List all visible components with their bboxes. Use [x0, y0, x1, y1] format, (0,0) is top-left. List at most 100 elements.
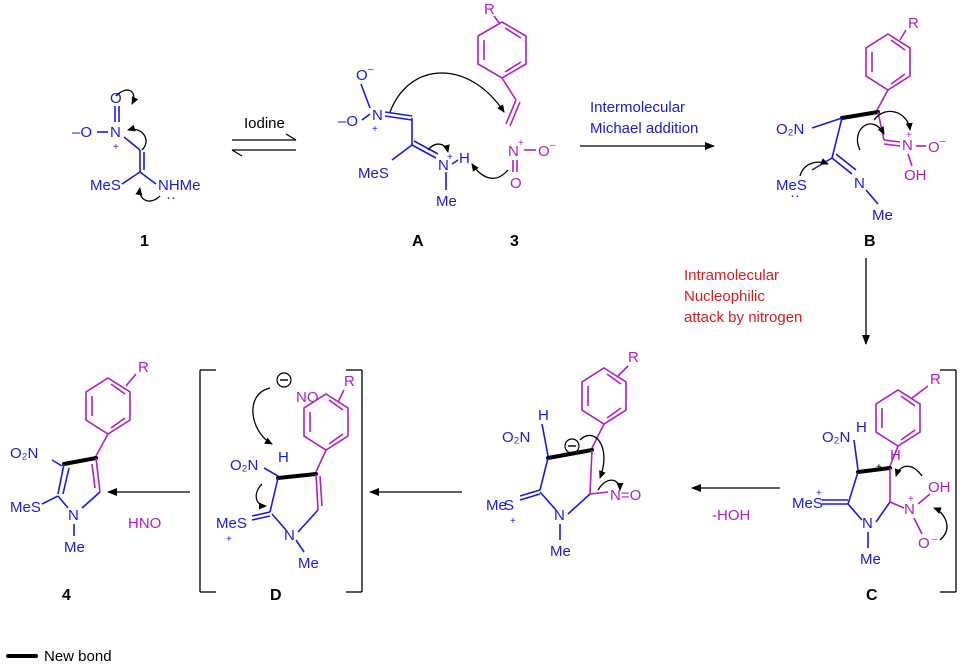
bond: [617, 365, 629, 377]
bond: [413, 140, 439, 155]
atom-n: N: [68, 507, 79, 524]
atom-h: H: [538, 407, 549, 424]
bond: [139, 171, 157, 185]
curved-arrow: [427, 143, 450, 153]
bond: [875, 501, 891, 523]
compound-c: R O₂N H MeS + N Me N + OH O – + H: [792, 369, 957, 593]
bond: [95, 457, 101, 493]
bond: [519, 489, 541, 497]
label-compound-a: A: [412, 233, 424, 250]
curved-arrow: [894, 465, 923, 477]
atom-r: R: [628, 349, 639, 366]
bond: [123, 136, 141, 151]
bond: [539, 457, 549, 491]
atom-me: Me: [872, 207, 893, 224]
bond: [493, 15, 501, 25]
reagent-line: Michael addition: [590, 120, 698, 137]
bond: [57, 463, 65, 495]
atom-o2n: O₂N: [502, 429, 530, 446]
atom-n: N: [862, 515, 873, 532]
anion-charge: [276, 372, 292, 388]
nitroso-intermediate: R H O₂N S Me + N Me N=O: [486, 349, 641, 560]
bond: [328, 433, 344, 445]
bond: [251, 515, 271, 521]
compound-4: R O₂N MeS N Me: [10, 359, 149, 556]
bond: [504, 61, 522, 73]
bond: [883, 143, 901, 147]
bond: [917, 493, 931, 505]
bond: [62, 467, 70, 495]
atom-n: N: [438, 157, 449, 174]
bond: [567, 493, 591, 515]
atom-me: Me: [486, 497, 507, 514]
bond: [91, 463, 96, 489]
bond: [51, 459, 63, 467]
atom-n: N: [902, 137, 913, 154]
anion-charge: [564, 438, 580, 454]
atom-me: Me: [436, 193, 457, 210]
bond: [384, 111, 413, 117]
curved-arrow: [115, 89, 139, 105]
compound-d: NO R O₂N H MeS + N Me: [199, 369, 363, 593]
bond: [125, 373, 137, 387]
equilibrium-arrows: [231, 133, 297, 157]
arrow-head: [285, 133, 297, 141]
atom-mes: MeS: [358, 165, 389, 182]
bond: [835, 153, 857, 171]
atom-r: R: [930, 371, 941, 388]
bond: [865, 189, 879, 205]
atom-r: R: [484, 1, 495, 18]
arrow-head: [231, 149, 243, 157]
atom-h: H: [278, 449, 289, 466]
atom-o: O: [538, 143, 550, 160]
bond: [900, 395, 916, 407]
curved-arrow: [933, 507, 948, 541]
atom-me: Me: [860, 551, 881, 568]
bond: [337, 389, 345, 403]
bond: [847, 503, 863, 521]
benzene-ring: [477, 21, 527, 79]
atom-o2n: O₂N: [776, 121, 804, 138]
new-bond: [856, 466, 892, 474]
atom-o2n: O₂N: [230, 457, 258, 474]
bond: [606, 407, 622, 419]
atom-n: N: [554, 507, 565, 524]
atom-o: O: [110, 90, 122, 107]
atom-r: R: [138, 359, 149, 376]
bond: [847, 471, 859, 505]
atom-ominus: –O: [72, 124, 92, 141]
bond: [890, 39, 906, 51]
bond: [504, 27, 522, 39]
atom-n: N: [904, 501, 915, 518]
bond: [315, 473, 319, 511]
atom-n: N: [854, 175, 865, 192]
compound-a: O – –O N + MeS N + H Me: [338, 64, 470, 210]
bond: [110, 417, 126, 429]
bond: [591, 423, 605, 449]
charge-plus: +: [226, 534, 232, 545]
bond: [271, 513, 287, 531]
charge-plus: +: [908, 494, 914, 505]
charge-plus: +: [876, 462, 882, 473]
bond: [883, 139, 901, 143]
atom-o2n: O₂N: [822, 429, 850, 446]
bond: [907, 153, 913, 167]
bond: [81, 491, 101, 509]
label-compound-c: C: [866, 587, 878, 604]
curved-arrow: [597, 479, 624, 491]
curved-arrow: [799, 158, 829, 177]
charge-plus: +: [816, 488, 822, 499]
bond: [519, 493, 541, 501]
lone-pair: ··: [790, 187, 800, 204]
curved-arrow: [127, 124, 147, 151]
compound-b: R O₂N N + O – OH MeS ·· N Me: [776, 15, 946, 224]
atom-r: R: [908, 15, 919, 32]
bond: [889, 445, 899, 467]
bond: [57, 495, 69, 509]
bond: [295, 539, 305, 553]
bond: [811, 117, 843, 129]
curved-arrow: [579, 434, 606, 479]
bond: [539, 491, 557, 511]
bond: [911, 385, 929, 399]
atom-o: O: [356, 67, 368, 84]
